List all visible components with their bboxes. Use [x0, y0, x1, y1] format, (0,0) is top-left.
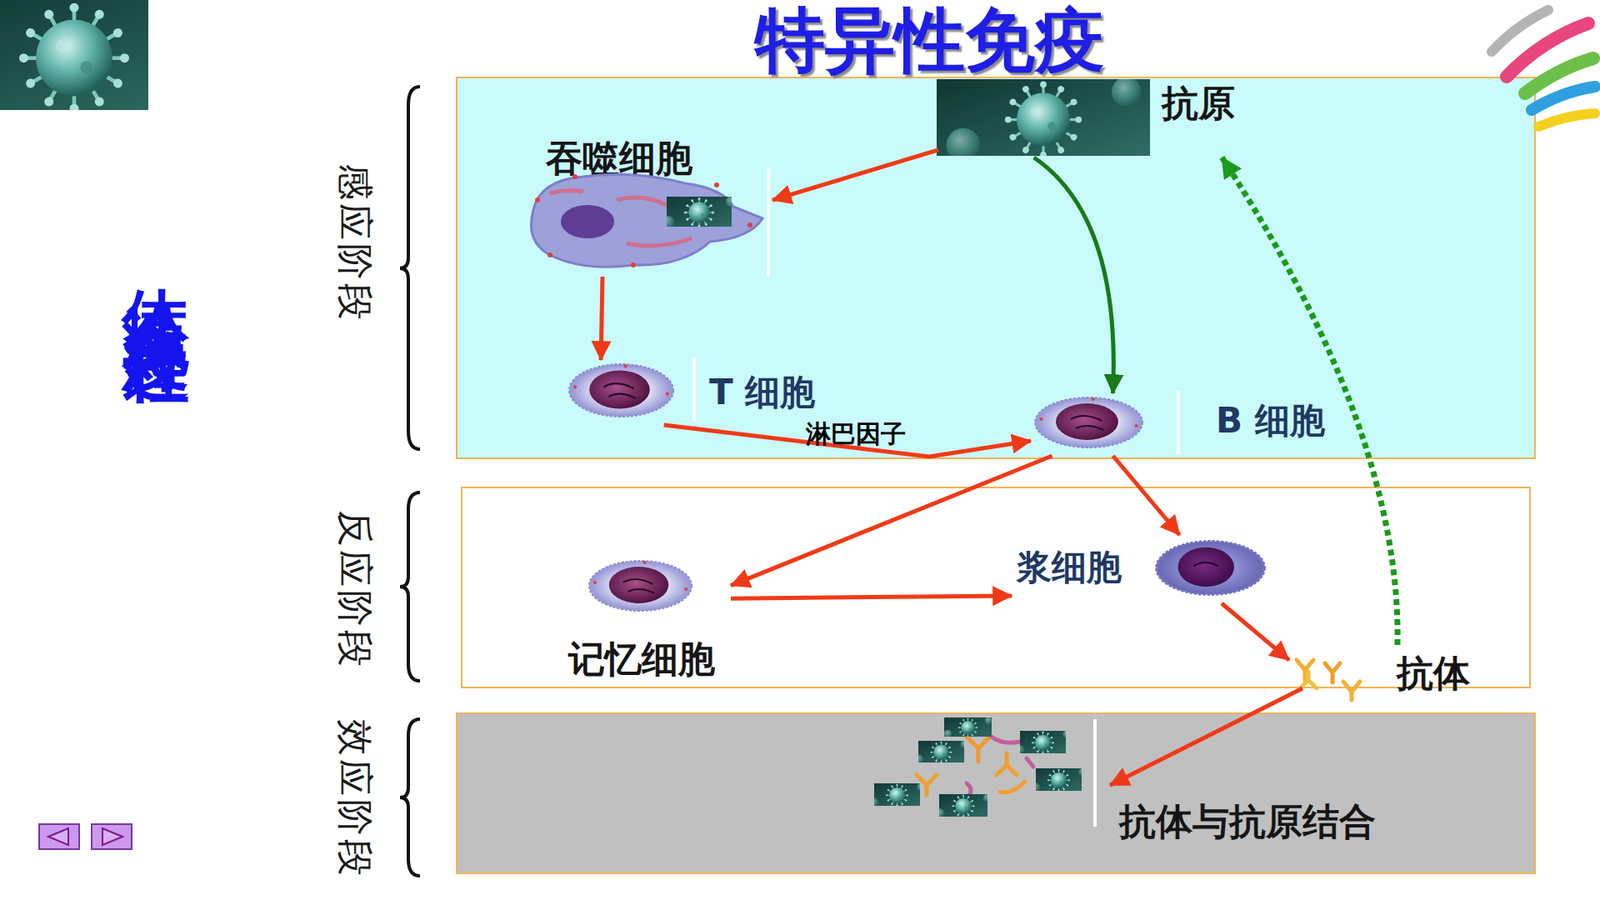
connector-arrow	[1221, 157, 1398, 645]
image-edge-line	[766, 168, 770, 276]
stage-band: 感应阶段抗原吞噬细胞T 细胞B 细胞	[455, 76, 1536, 460]
memory-cell-image	[589, 560, 692, 611]
connector-arrow	[600, 276, 603, 360]
connector-arrow	[1221, 603, 1290, 660]
stage-band: 效应阶段抗体与抗原结合	[455, 712, 1536, 875]
connector-arrow	[730, 595, 1012, 599]
t-cell-image	[569, 364, 674, 417]
node-label: 吞噬细胞	[545, 140, 693, 177]
node-label: B 细胞	[1215, 403, 1325, 439]
complex-node: 抗体与抗原结合	[1110, 751, 1410, 848]
cell-node: 记忆细胞	[564, 555, 731, 685]
stage-label: 反应阶段	[336, 510, 374, 670]
antigen-image	[936, 76, 1150, 162]
side-title: 体液免疫过程	[122, 235, 190, 305]
antibody-image	[1296, 660, 1360, 700]
node-label: 抗体	[1396, 655, 1470, 692]
connector-arrow	[1113, 455, 1180, 535]
cell-node: 浆细胞	[1011, 535, 1275, 604]
antigen-node: 抗原	[938, 80, 1247, 158]
image-edge-line	[1176, 390, 1180, 455]
node-label: 抗原	[1161, 85, 1235, 122]
cell-node: B 细胞	[1030, 393, 1335, 456]
logo-stripes	[1491, 10, 1595, 127]
stage-band: 反应阶段记忆细胞浆细胞抗体	[460, 486, 1531, 689]
b-cell-image	[1035, 397, 1143, 448]
phagocyte-image	[531, 174, 764, 268]
plasma-cell-image	[1155, 540, 1265, 595]
connector-arrow	[1034, 157, 1115, 394]
node-label: 浆细胞	[1016, 550, 1122, 585]
nav-button	[91, 824, 132, 850]
stage-label: 效应阶段	[336, 719, 374, 880]
stage-brace	[400, 86, 420, 876]
connector-arrow	[772, 150, 939, 200]
node-label: 记忆细胞	[568, 640, 715, 678]
cell-node: 吞噬细胞	[522, 135, 773, 277]
connector-arrow	[1110, 688, 1303, 785]
image-edge-line	[1093, 719, 1097, 827]
antibody-node: 抗体	[1289, 645, 1480, 689]
connector-arrow	[730, 455, 1053, 586]
connector-arrow	[664, 425, 1031, 457]
complex-image	[865, 716, 1090, 819]
cell-node: T 细胞	[564, 360, 827, 425]
node-label: T 细胞	[709, 375, 815, 410]
node-label: 抗体与抗原结合	[1119, 803, 1376, 840]
image-edge-line	[692, 357, 696, 421]
virus-thumbnail	[0, 0, 227, 120]
stage-label: 感应阶段	[336, 163, 374, 324]
page-title: 特异性免疫	[755, 5, 1105, 75]
nav-button	[39, 824, 80, 850]
